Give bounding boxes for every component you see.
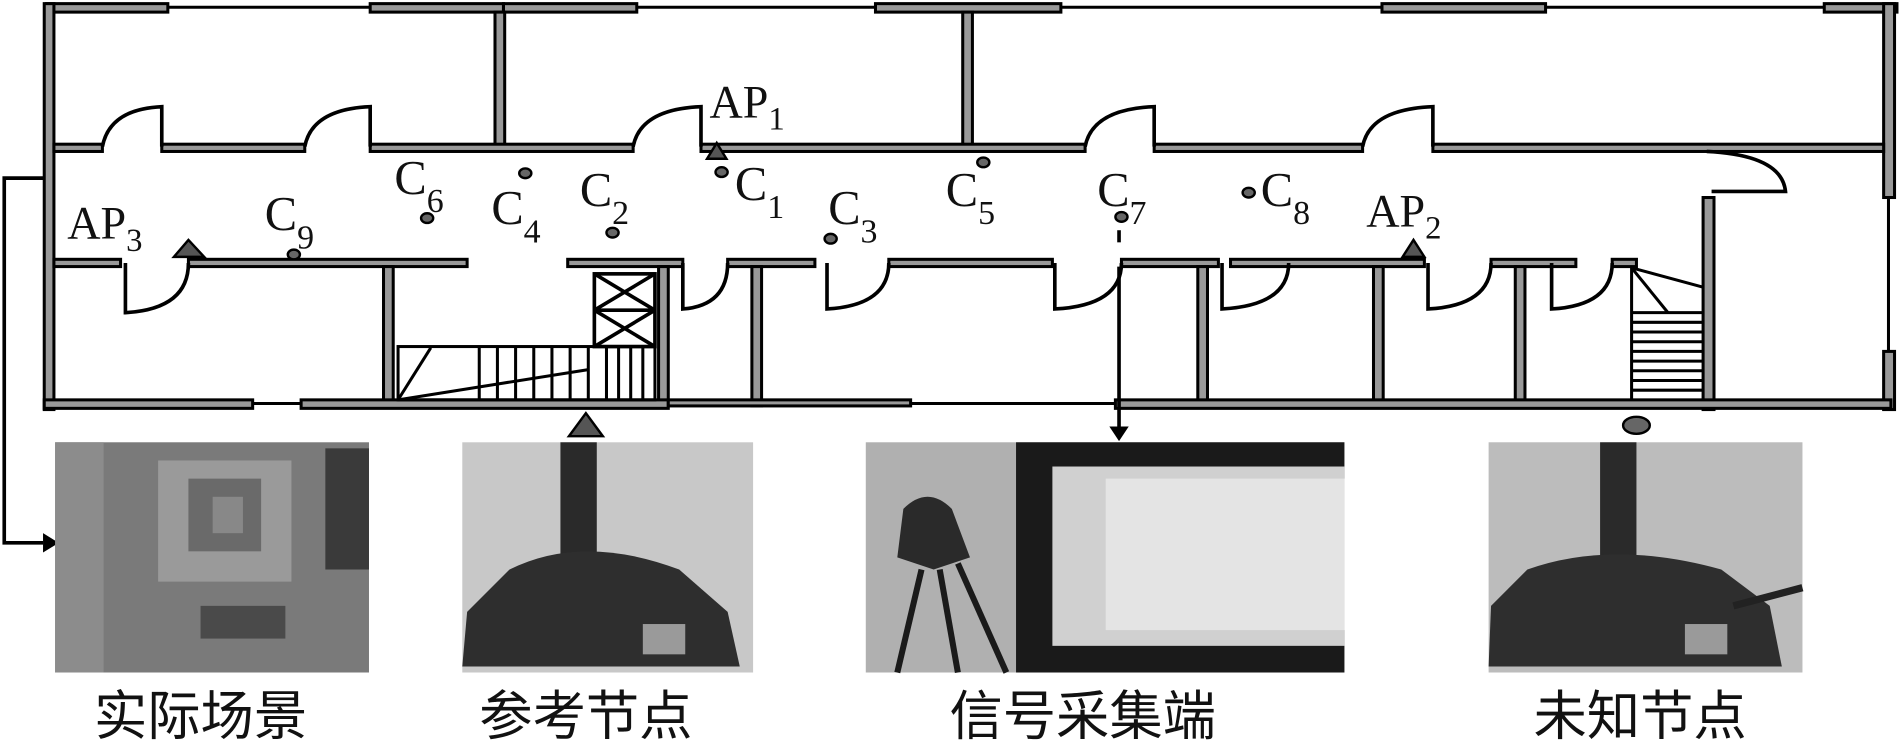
signal-collector-photo bbox=[865, 442, 1345, 674]
point-marker-icon bbox=[976, 156, 991, 169]
reference-node-photo bbox=[462, 442, 754, 673]
c4-label: C4 bbox=[491, 182, 540, 250]
c8-label: C8 bbox=[1261, 164, 1310, 232]
ap-marker-icon bbox=[704, 140, 729, 160]
ap-marker-icon bbox=[171, 238, 207, 259]
connector-lines bbox=[2, 176, 1121, 545]
caption-signal-collector: 信号采集端 bbox=[949, 685, 1215, 744]
c5-label: C5 bbox=[946, 164, 995, 232]
corridor-photo bbox=[55, 442, 369, 673]
point-marker-icon bbox=[419, 212, 435, 225]
ap-marker-icon bbox=[566, 411, 606, 438]
c2-label: C2 bbox=[580, 164, 629, 232]
arrow-icon bbox=[43, 533, 59, 553]
point-marker-icon bbox=[1241, 186, 1256, 199]
caption-actual-scene: 实际场景 bbox=[94, 685, 307, 744]
walls bbox=[42, 2, 1899, 412]
c3-label: C3 bbox=[828, 182, 877, 250]
ap3-label: AP3 bbox=[67, 198, 142, 259]
caption-reference-node: 参考节点 bbox=[479, 685, 692, 744]
doors bbox=[100, 104, 1788, 315]
c7-label: C7 bbox=[1097, 164, 1146, 232]
caption-unknown-node: 未知节点 bbox=[1533, 685, 1746, 744]
staircase-icon bbox=[1630, 266, 1704, 400]
arrow-icon bbox=[1109, 426, 1129, 442]
c6-label: C6 bbox=[394, 152, 443, 220]
point-marker-icon bbox=[518, 167, 533, 180]
ap1-label: AP1 bbox=[709, 77, 784, 138]
elevator-icon bbox=[592, 272, 657, 349]
c1-label: C1 bbox=[735, 158, 784, 226]
staircase-icon bbox=[396, 345, 657, 402]
c9-label: C9 bbox=[265, 188, 314, 256]
ap-marker-icon bbox=[1400, 237, 1427, 259]
point-marker-icon bbox=[1114, 210, 1129, 223]
unknown-node-photo bbox=[1488, 442, 1804, 673]
unknown-node-marker-icon bbox=[1621, 415, 1651, 436]
point-marker-icon bbox=[286, 248, 302, 261]
point-marker-icon bbox=[714, 166, 729, 179]
point-marker-icon bbox=[823, 232, 838, 245]
point-marker-icon bbox=[605, 226, 620, 239]
ap2-label: AP2 bbox=[1366, 186, 1441, 247]
